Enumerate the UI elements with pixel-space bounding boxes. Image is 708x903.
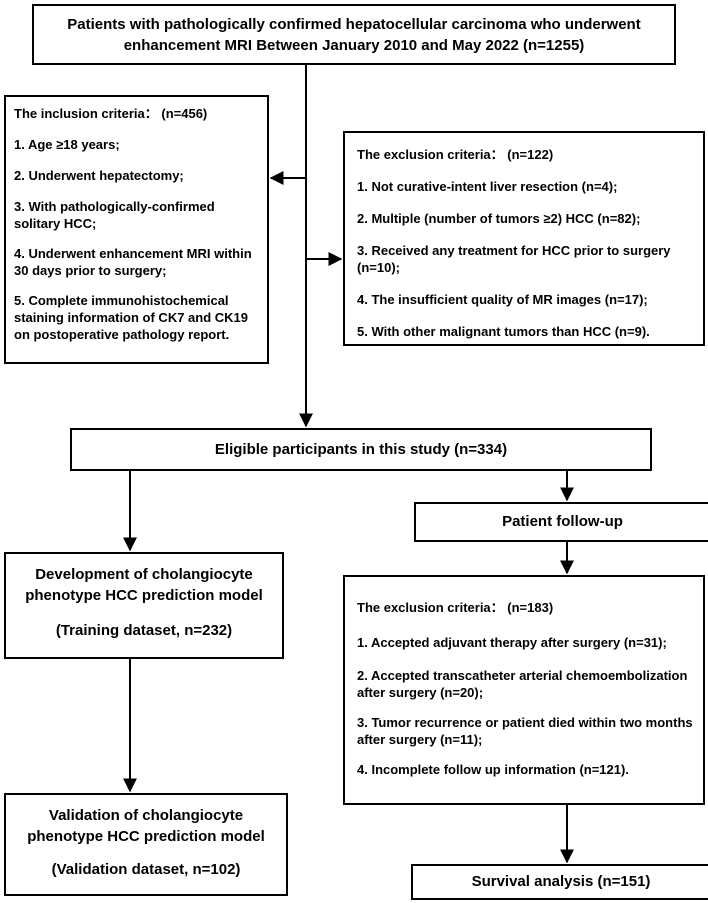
exclusion-box-1: The exclusion criteria： (n=122) 1. Not c… bbox=[343, 131, 705, 346]
exclusion2-title: The exclusion criteria： (n=183) bbox=[357, 600, 554, 615]
top-line-2: enhancement MRI Between January 2010 and… bbox=[123, 37, 585, 54]
validation-line-3: (Validation dataset, n=102) bbox=[51, 861, 241, 878]
exclusion1-title: The exclusion criteria： (n=122) bbox=[357, 147, 554, 162]
survival-label: Survival analysis (n=151) bbox=[471, 873, 651, 890]
survival-box: Survival analysis (n=151) bbox=[411, 864, 708, 900]
exclusion1-item-5: 5. With other malignant tumors than HCC … bbox=[357, 324, 650, 339]
exclusion1-item-1: 1. Not curative-intent liver resection (… bbox=[357, 179, 618, 194]
exclusion2-item-1: 1. Accepted adjuvant therapy after surge… bbox=[357, 635, 667, 650]
exclusion2-item-4: 4. Incomplete follow up information (n=1… bbox=[357, 762, 629, 777]
exclusion2-item-3: 3. Tumor recurrence or patient died with… bbox=[357, 715, 693, 747]
inclusion-item-4: 4. Underwent enhancement MRI within 30 d… bbox=[14, 246, 252, 278]
development-line-3: (Training dataset, n=232) bbox=[55, 622, 233, 639]
inclusion-item-1: 1. Age ≥18 years; bbox=[14, 137, 120, 152]
validation-box: Validation of cholangiocyte phenotype HC… bbox=[4, 793, 288, 896]
exclusion1-item-3: 3. Received any treatment for HCC prior … bbox=[357, 243, 671, 275]
inclusion-title: The inclusion criteria： (n=456) bbox=[14, 106, 208, 121]
development-line-1: Development of cholangiocyte bbox=[35, 566, 253, 583]
followup-box: Patient follow-up bbox=[414, 502, 708, 542]
exclusion-box-2: The exclusion criteria： (n=183) 1. Accep… bbox=[343, 575, 705, 805]
validation-line-2: phenotype HCC prediction model bbox=[27, 828, 265, 845]
development-line-2: phenotype HCC prediction model bbox=[25, 587, 263, 604]
eligible-label: Eligible participants in this study (n=3… bbox=[214, 441, 508, 458]
inclusion-item-5: 5. Complete immunohistochemical staining… bbox=[14, 293, 249, 342]
eligible-box: Eligible participants in this study (n=3… bbox=[70, 428, 652, 471]
development-box: Development of cholangiocyte phenotype H… bbox=[4, 552, 284, 659]
inclusion-box: The inclusion criteria： (n=456) 1. Age ≥… bbox=[4, 95, 269, 364]
inclusion-item-3: 3. With pathologically-confirmed solitar… bbox=[14, 199, 215, 231]
inclusion-item-2: 2. Underwent hepatectomy; bbox=[14, 168, 184, 183]
exclusion1-item-4: 4. The insufficient quality of MR images… bbox=[357, 292, 648, 307]
exclusion1-item-2: 2. Multiple (number of tumors ≥2) HCC (n… bbox=[357, 211, 641, 226]
followup-label: Patient follow-up bbox=[502, 513, 623, 530]
validation-line-1: Validation of cholangiocyte bbox=[48, 807, 244, 824]
top-line-1: Patients with pathologically confirmed h… bbox=[67, 16, 641, 33]
top-box: Patients with pathologically confirmed h… bbox=[32, 4, 676, 65]
exclusion2-item-2: 2. Accepted transcatheter arterial chemo… bbox=[357, 668, 688, 700]
